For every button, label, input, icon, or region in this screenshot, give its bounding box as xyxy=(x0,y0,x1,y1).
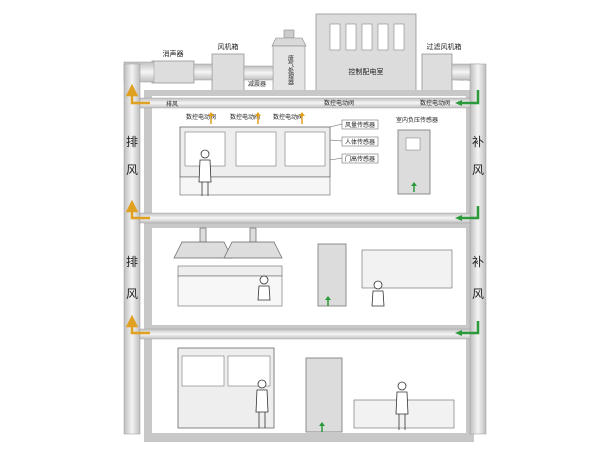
sensor-door-label: 门高传感器 xyxy=(345,155,375,163)
floor3-valve-1: 数控电动阀 xyxy=(186,113,216,121)
supply-char-2: 风 xyxy=(472,163,484,177)
person-sitting-2a xyxy=(257,275,271,301)
floor3-valve-4: 数控电动阀 xyxy=(324,99,354,107)
door-floor-1 xyxy=(305,357,343,433)
person-standing-3 xyxy=(198,149,212,196)
fan-box-label: 风机箱 xyxy=(218,42,239,51)
floor3-valve-3: 数控电动阀 xyxy=(273,113,303,121)
exhaust-char-4: 风 xyxy=(126,287,138,301)
exhaust-char-3: 排 xyxy=(126,255,138,269)
exhaust-arrows xyxy=(125,83,150,335)
canopy-hoods xyxy=(173,227,283,259)
supply-char-4: 风 xyxy=(472,287,484,301)
exhaust-char-1: 排 xyxy=(126,135,138,149)
supply-char-3: 补 xyxy=(472,255,484,269)
sensor-pressure-label: 室内负压传感器 xyxy=(396,116,438,124)
floor-3-lab: 排风 数控电动阀 数控电动阀 数控电动阀 数控电动阀 数控电动阀 风量传感器 人… xyxy=(166,99,450,196)
floor3-valve-5: 数控电动阀 xyxy=(420,99,450,107)
exhaust-riser-duct xyxy=(123,63,141,435)
floor-1-lab xyxy=(177,347,455,433)
floor3-outlet-label: 排风 xyxy=(166,100,178,108)
person-sitting-2b xyxy=(371,280,385,307)
roof-equipment: 消声器 风机箱 减震器 废气处理器 控制配电室 过滤风机箱 减震器 xyxy=(123,13,481,93)
supply-riser-labels: 补 风 补 风 xyxy=(472,135,484,301)
supply-riser-duct xyxy=(469,63,487,435)
airflow-up-arrows xyxy=(208,112,417,432)
exhaust-treatment-tower xyxy=(271,29,307,92)
muffler-label: 消声器 xyxy=(163,49,184,58)
filter-fan-box-label: 过滤风机箱 xyxy=(427,42,462,51)
floor3-valve-2: 数控电动阀 xyxy=(230,113,260,121)
supply-char-1: 补 xyxy=(472,135,484,149)
control-room-windows xyxy=(329,23,405,51)
person-standing-1a xyxy=(255,379,269,428)
sensor-labels: 风量传感器 人体传感器 门高传感器 室内负压传感器 xyxy=(329,116,438,164)
person-standing-1b xyxy=(395,381,409,430)
exhaust-treatment-label: 废气处理器 xyxy=(287,54,294,86)
door-floor-2 xyxy=(317,243,347,307)
filter-fan-box xyxy=(421,53,453,93)
exhaust-riser-labels: 排 风 排 风 xyxy=(126,135,138,301)
sensor-airflow-label: 风量传感器 xyxy=(345,121,375,129)
supply-arrows xyxy=(455,90,480,336)
control-room-label: 控制配电室 xyxy=(349,67,384,76)
muffler-box xyxy=(151,60,195,84)
fan-box xyxy=(211,53,245,93)
exhaust-char-2: 风 xyxy=(126,163,138,177)
sensor-human-label: 人体传感器 xyxy=(345,138,375,146)
floor-2-lab xyxy=(173,227,453,307)
damper-label: 减震器 xyxy=(248,80,266,88)
